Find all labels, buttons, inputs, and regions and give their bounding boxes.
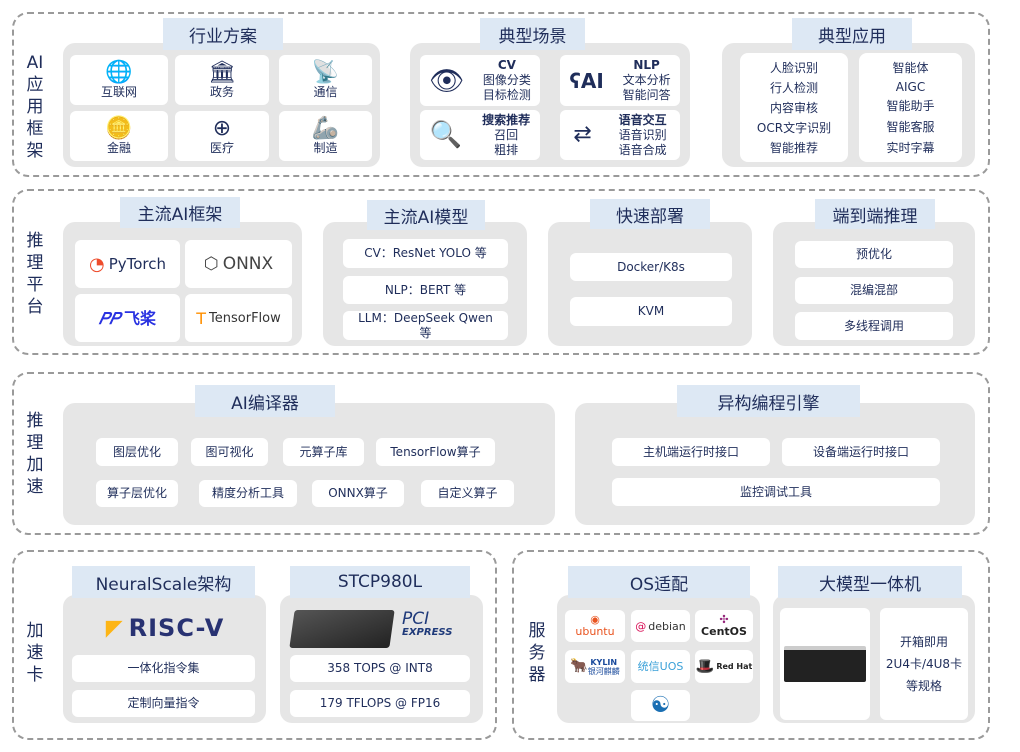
government-icon: 🏛 [208, 59, 236, 85]
e2e-item: 混编混部 [795, 277, 953, 304]
panel-title: AI编译器 [195, 385, 335, 417]
section-label: AI应用框架 [26, 53, 44, 161]
redhat-icon: 🎩 [695, 657, 715, 675]
ai-head-icon: ʕAI [569, 68, 604, 93]
onnx-logo: ⬡ONNX [185, 240, 292, 288]
panel-title: 典型应用 [792, 18, 912, 50]
model-item: NLP：BERT 等 [343, 276, 508, 304]
eye-icon: 👁 [429, 63, 465, 97]
section-label: 加速卡 [26, 621, 44, 685]
panel-title: 主流AI框架 [120, 197, 240, 228]
section-accelerator-card [12, 550, 497, 740]
industry-item: 🪙金融 [70, 111, 168, 161]
compiler-item: 元算子库 [283, 438, 364, 466]
medical-kit-icon: ⊕ [212, 115, 232, 141]
scene-item: ⇄语音交互语音识别语音合成 [560, 110, 680, 160]
section-server [512, 550, 990, 740]
panel-title: OS适配 [568, 566, 750, 598]
debian-icon: @ [635, 619, 647, 633]
pytorch-logo: ◔PyTorch [75, 240, 180, 288]
compiler-item: 图层优化 [96, 438, 178, 466]
centos-icon: ✣ [719, 613, 729, 626]
deploy-item: Docker/K8s [570, 253, 732, 281]
os-logo-taiji: ☯ [631, 690, 690, 721]
tensorflow-icon: T [196, 308, 207, 328]
panel-title: 异构编程引擎 [677, 385, 860, 417]
pytorch-icon: ◔ [88, 253, 105, 275]
hetero-item: 设备端运行时接口 [782, 438, 940, 466]
compiler-item: 算子层优化 [96, 480, 178, 507]
e2e-item: 多线程调用 [795, 312, 953, 340]
ubuntu-icon: ◉ [590, 613, 600, 626]
debian-logo: @debian [631, 610, 690, 642]
panel-title: NeuralScale架构 [72, 566, 255, 598]
risc-v-logo: ◤RISC-V [105, 614, 225, 642]
server-image-cell [780, 608, 870, 720]
arch-item: 一体化指令集 [72, 655, 255, 682]
panel-title: 端到端推理 [815, 199, 935, 229]
paddle-icon: 𝑃𝑃 [98, 308, 120, 328]
industry-item: 🦾制造 [279, 111, 372, 161]
arch-item: 定制向量指令 [72, 690, 255, 717]
industry-item: 🏛政务 [175, 55, 269, 105]
deploy-panel [548, 222, 752, 346]
risc-v-icon: ◤ [105, 615, 123, 641]
search-window-icon: 🔍 [429, 120, 463, 150]
robot-arm-icon: 🦾 [311, 115, 340, 141]
panel-title: 大模型一体机 [778, 566, 962, 598]
compiler-item: ONNX算子 [312, 480, 404, 507]
section-label: 推理加速 [26, 411, 44, 497]
industry-item: ⊕医疗 [175, 111, 269, 161]
deploy-item: KVM [570, 297, 732, 326]
e2e-item: 预优化 [795, 241, 953, 268]
section-inference-acceleration [12, 372, 990, 535]
compiler-item: 图可视化 [191, 438, 268, 466]
antenna-icon: 📡 [311, 59, 340, 85]
hetero-item: 主机端运行时接口 [612, 438, 770, 466]
voice-exchange-icon: ⇄ [573, 122, 592, 147]
compiler-item: TensorFlow算子 [376, 438, 495, 466]
panel-title: 典型场景 [480, 18, 585, 50]
taiji-icon: ☯ [650, 693, 671, 718]
onnx-icon: ⬡ [203, 253, 219, 274]
section-ai-app-framework [12, 12, 990, 177]
model-item: CV：ResNet YOLO 等 [343, 239, 508, 268]
coins-icon: 🪙 [105, 115, 133, 141]
panel-title: 主流AI模型 [367, 200, 485, 230]
stcp-item: 358 TOPS @ INT8 [290, 655, 470, 682]
scene-item: 🔍搜索推荐召回粗排 [420, 110, 540, 160]
globe-icon: 🌐 [105, 59, 133, 85]
industry-item: 📡通信 [279, 55, 372, 105]
panel-title: 快速部署 [590, 199, 710, 229]
industry-item: 🌐互联网 [70, 55, 168, 105]
compiler-item: 精度分析工具 [199, 480, 297, 507]
model-item: LLM：DeepSeek Qwen 等 [343, 311, 508, 340]
uos-logo: 统信UOS [631, 650, 690, 683]
panel-title: 行业方案 [163, 18, 283, 50]
server-rack-image [784, 646, 866, 682]
section-label: 服务器 [528, 621, 546, 685]
section-label: 推理平台 [26, 231, 44, 317]
compiler-item: 自定义算子 [421, 480, 514, 507]
hetero-item: 监控调试工具 [612, 478, 940, 506]
section-inference-platform [12, 189, 990, 355]
redhat-logo: 🎩Red Hat [695, 650, 753, 683]
ubuntu-logo: ◉ubuntu [565, 610, 625, 642]
centos-logo: ✣CentOS [695, 610, 753, 642]
panel-title: STCP980L [290, 566, 470, 598]
kylin-icon: 🐂 [570, 658, 588, 674]
accelerator-card-image [289, 610, 395, 648]
stcp-item: 179 TFLOPS @ FP16 [290, 690, 470, 717]
